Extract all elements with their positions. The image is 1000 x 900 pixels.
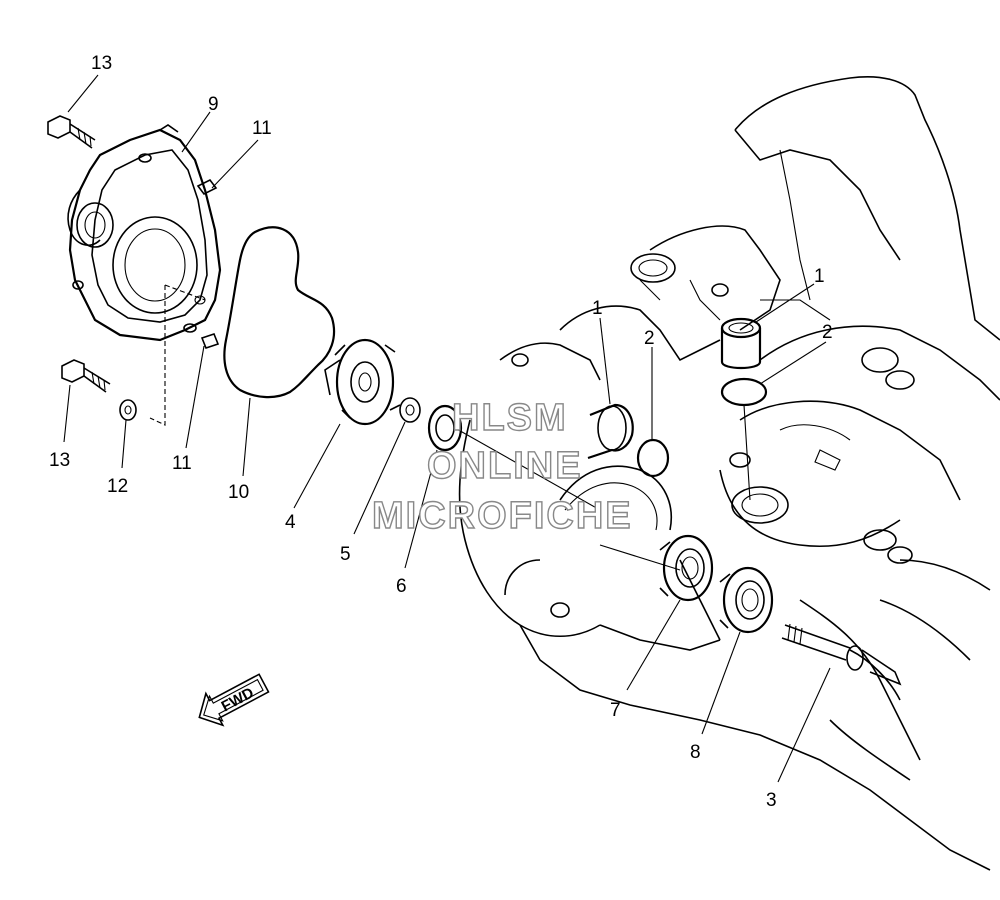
watermark-line3: MICROFICHE — [372, 495, 633, 537]
dowel-pin-lower — [200, 333, 220, 349]
impeller-shaft — [781, 623, 902, 686]
oil-seal — [427, 404, 463, 452]
callout-11-lower: 11 — [172, 453, 192, 474]
callout-9: 9 — [208, 94, 219, 115]
fwd-arrow: FWD — [198, 673, 270, 727]
callout-1-left: 1 — [592, 298, 603, 319]
bolt-upper — [47, 115, 96, 149]
callout-leaders — [63, 74, 831, 783]
o-ring-right — [720, 377, 768, 407]
callout-2-left: 2 — [644, 328, 655, 349]
collar-left — [587, 403, 634, 460]
fwd-label: FWD — [219, 684, 257, 715]
callout-6: 6 — [396, 576, 407, 597]
callout-7: 7 — [610, 700, 621, 721]
watermark: HLSM ONLINE MICROFICHE — [371, 396, 633, 537]
watermark-line2: ONLINE — [427, 445, 583, 487]
callout-1-right: 1 — [814, 266, 825, 287]
crankcase — [458, 76, 1000, 871]
cover-gasket — [223, 226, 336, 399]
washer — [119, 399, 137, 421]
callout-10: 10 — [228, 482, 249, 503]
callout-4: 4 — [285, 512, 296, 533]
collar-right — [720, 317, 762, 370]
bearing-7 — [659, 534, 714, 602]
callout-3: 3 — [766, 790, 777, 811]
callout-2-right: 2 — [822, 322, 833, 343]
callout-11-upper: 11 — [252, 118, 272, 139]
watermark-line1: HLSM — [452, 397, 568, 439]
impeller-washer — [399, 397, 421, 423]
pump-cover — [67, 124, 222, 342]
guide-lines — [149, 284, 751, 571]
impeller — [324, 338, 401, 426]
callout-8: 8 — [690, 742, 701, 763]
callout-5: 5 — [340, 544, 351, 565]
bearing-8 — [719, 566, 774, 634]
callout-12: 12 — [107, 476, 128, 497]
callout-labels: 13 9 11 13 12 11 10 4 5 6 1 2 1 2 7 8 3 — [49, 53, 833, 811]
callout-13-upper: 13 — [91, 53, 112, 74]
callout-13-lower: 13 — [49, 450, 70, 471]
o-ring-left — [636, 438, 670, 478]
dowel-pin-upper — [196, 178, 218, 196]
bolt-lower — [61, 359, 111, 393]
